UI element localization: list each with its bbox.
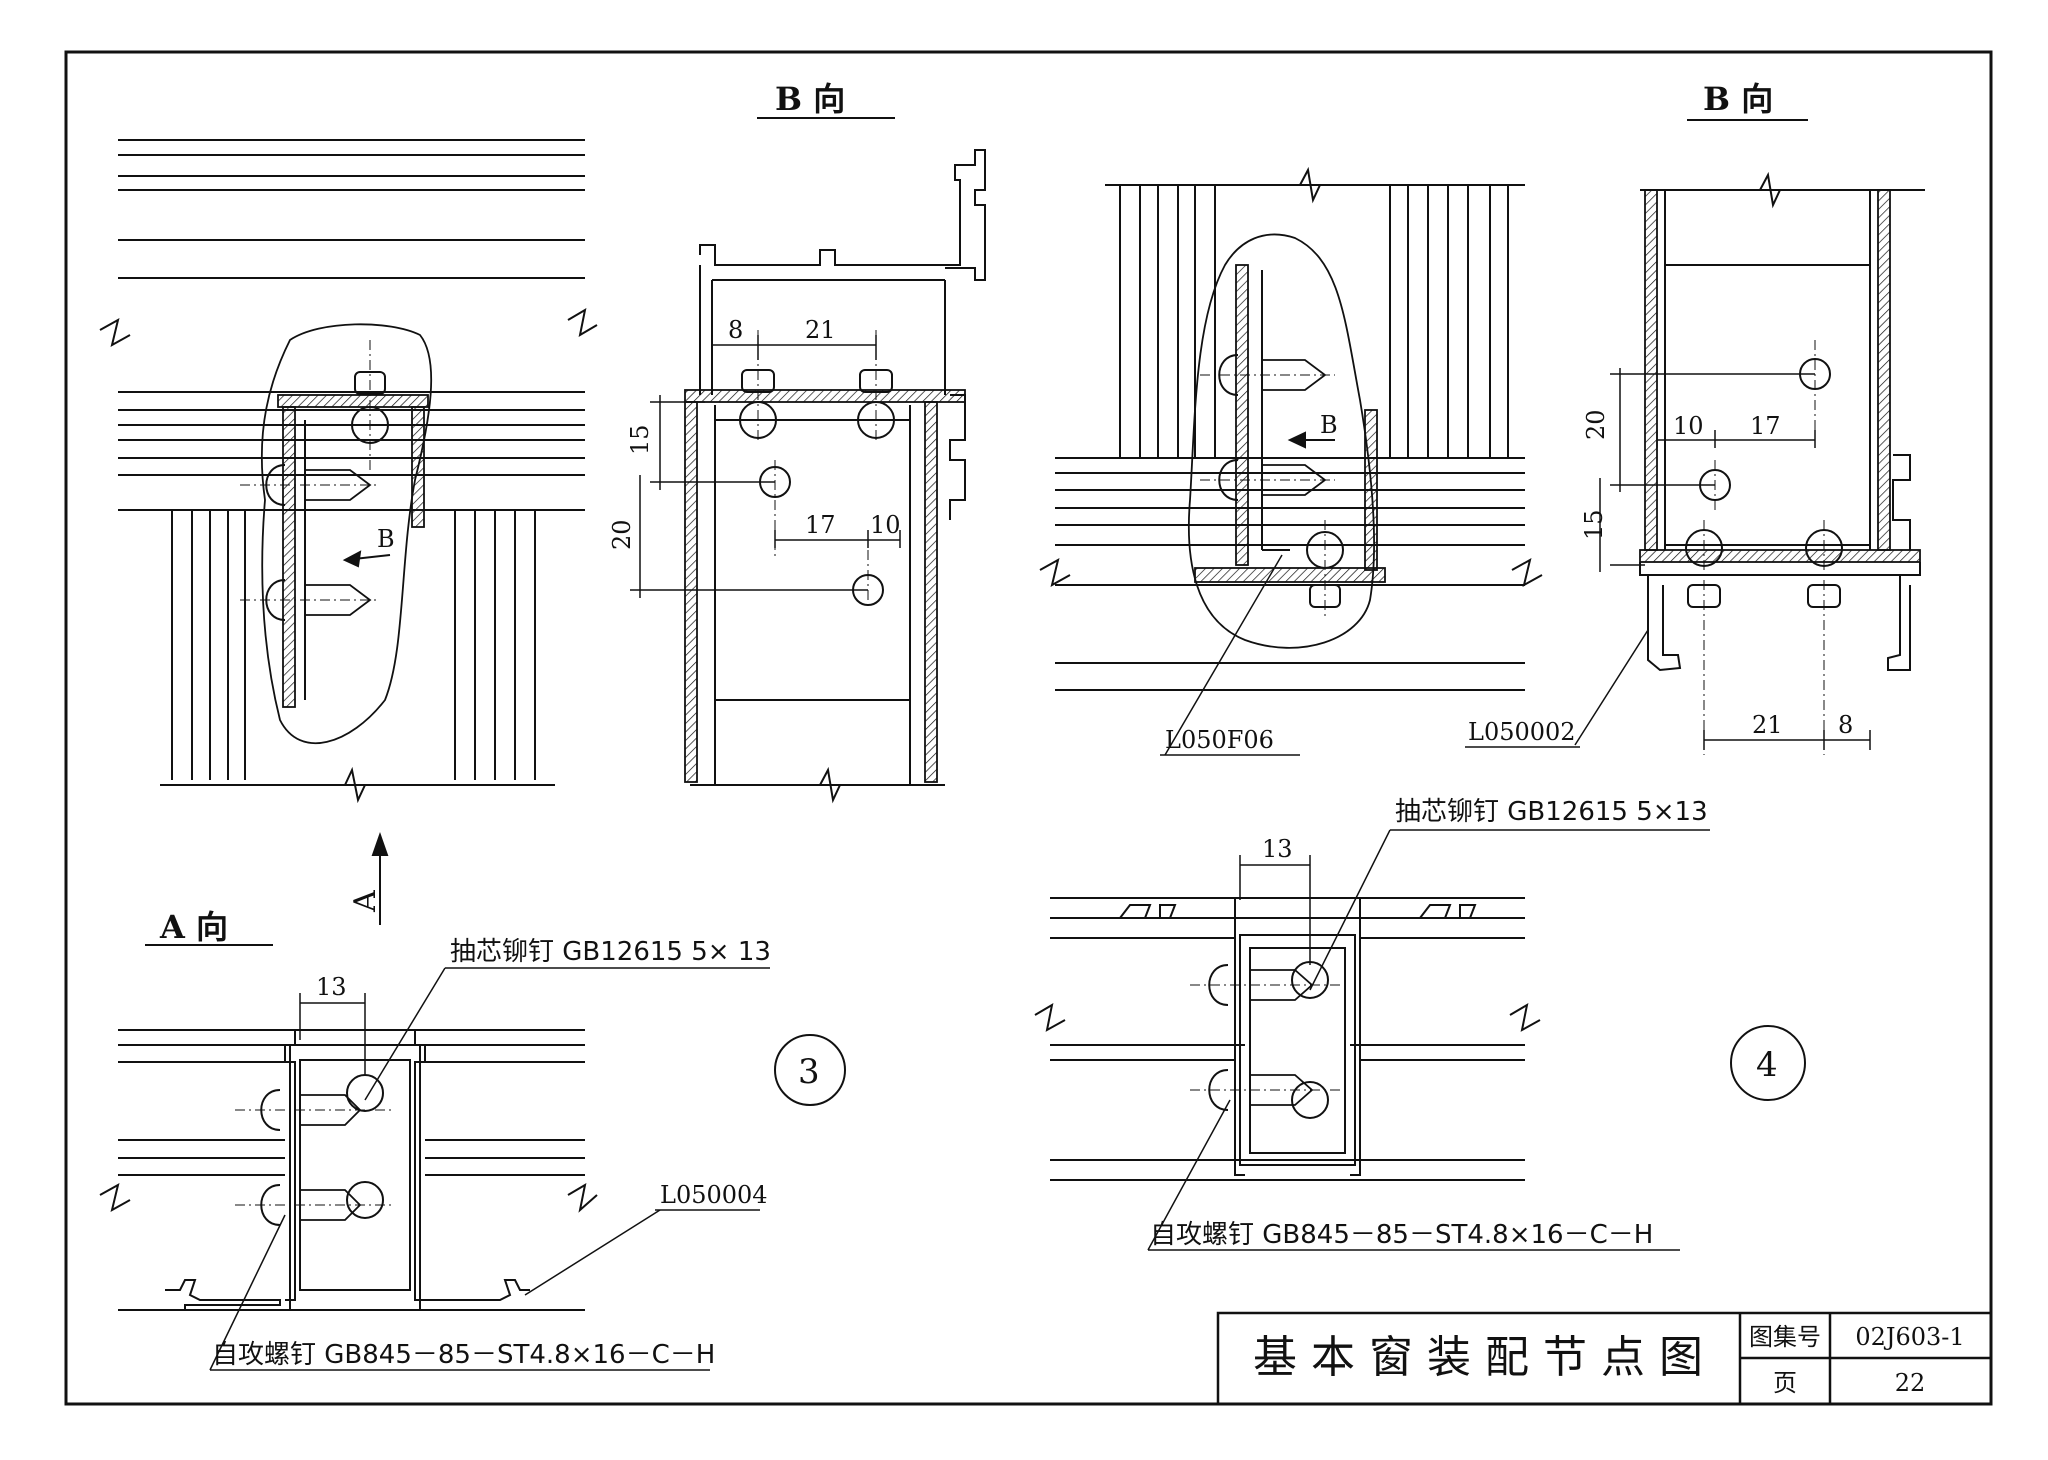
detail-number-4: 4 (1756, 1045, 1778, 1085)
b-arrow-label-1: B (377, 525, 395, 553)
detail-4-drawing (1034, 829, 1806, 1251)
detail-number-3: 3 (798, 1052, 820, 1092)
dim-detail3-13: 13 (316, 973, 347, 1001)
rivet-label-3: 抽芯铆钉 GB12615 5× 13 (450, 937, 771, 967)
atlas-number-value: 02J603-1 (1855, 1323, 1964, 1351)
b-arrow-label-2: B (1320, 411, 1338, 439)
atlas-number-label: 图集号 (1749, 1323, 1821, 1351)
dim-right-15: 15 (1580, 509, 1608, 540)
detail-3-drawing (99, 967, 846, 1371)
dim-right-20: 20 (1582, 409, 1610, 440)
sheet-title: 基 本 窗 装 配 节 点 图 (1253, 1332, 1703, 1383)
a-view-title: A 向 (159, 908, 228, 946)
part-label-l050002: L050002 (1468, 718, 1576, 746)
dim-left-15: 15 (626, 424, 654, 455)
section-view-top-left (99, 139, 598, 804)
dim-right-8: 8 (1838, 711, 1853, 739)
title-block (1216, 1311, 1993, 1406)
b-view-title-left: B 向 (775, 80, 845, 118)
page-number: 22 (1895, 1369, 1926, 1397)
dim-detail4-13: 13 (1262, 835, 1293, 863)
section-view-top-right (1039, 166, 1543, 756)
screw-label-3: 自攻螺钉 GB845－85－ST4.8×16－C－H (212, 1340, 715, 1370)
dim-right-10: 10 (1673, 412, 1704, 440)
dim-left-21: 21 (805, 316, 836, 344)
a-arrow-label: A (348, 890, 383, 913)
screw-label-4: 自攻螺钉 GB845－85－ST4.8×16－C－H (1150, 1220, 1653, 1250)
page-label: 页 (1773, 1369, 1797, 1397)
b-view-left-profile (630, 149, 986, 804)
b-view-right-profile (1465, 171, 1925, 755)
dim-left-8: 8 (728, 316, 743, 344)
dim-right-17: 17 (1750, 412, 1781, 440)
dim-left-17: 17 (805, 511, 836, 539)
rivet-label-4: 抽芯铆钉 GB12615 5×13 (1395, 797, 1708, 827)
dim-left-20: 20 (608, 519, 636, 550)
sheet-border (64, 50, 1993, 1406)
part-label-l050f06: L050F06 (1165, 726, 1274, 754)
b-view-title-right: B 向 (1703, 80, 1773, 118)
a-arrow (371, 831, 389, 925)
dim-right-21: 21 (1752, 711, 1783, 739)
dim-left-10: 10 (870, 511, 901, 539)
part-label-l050004: L050004 (660, 1181, 768, 1209)
